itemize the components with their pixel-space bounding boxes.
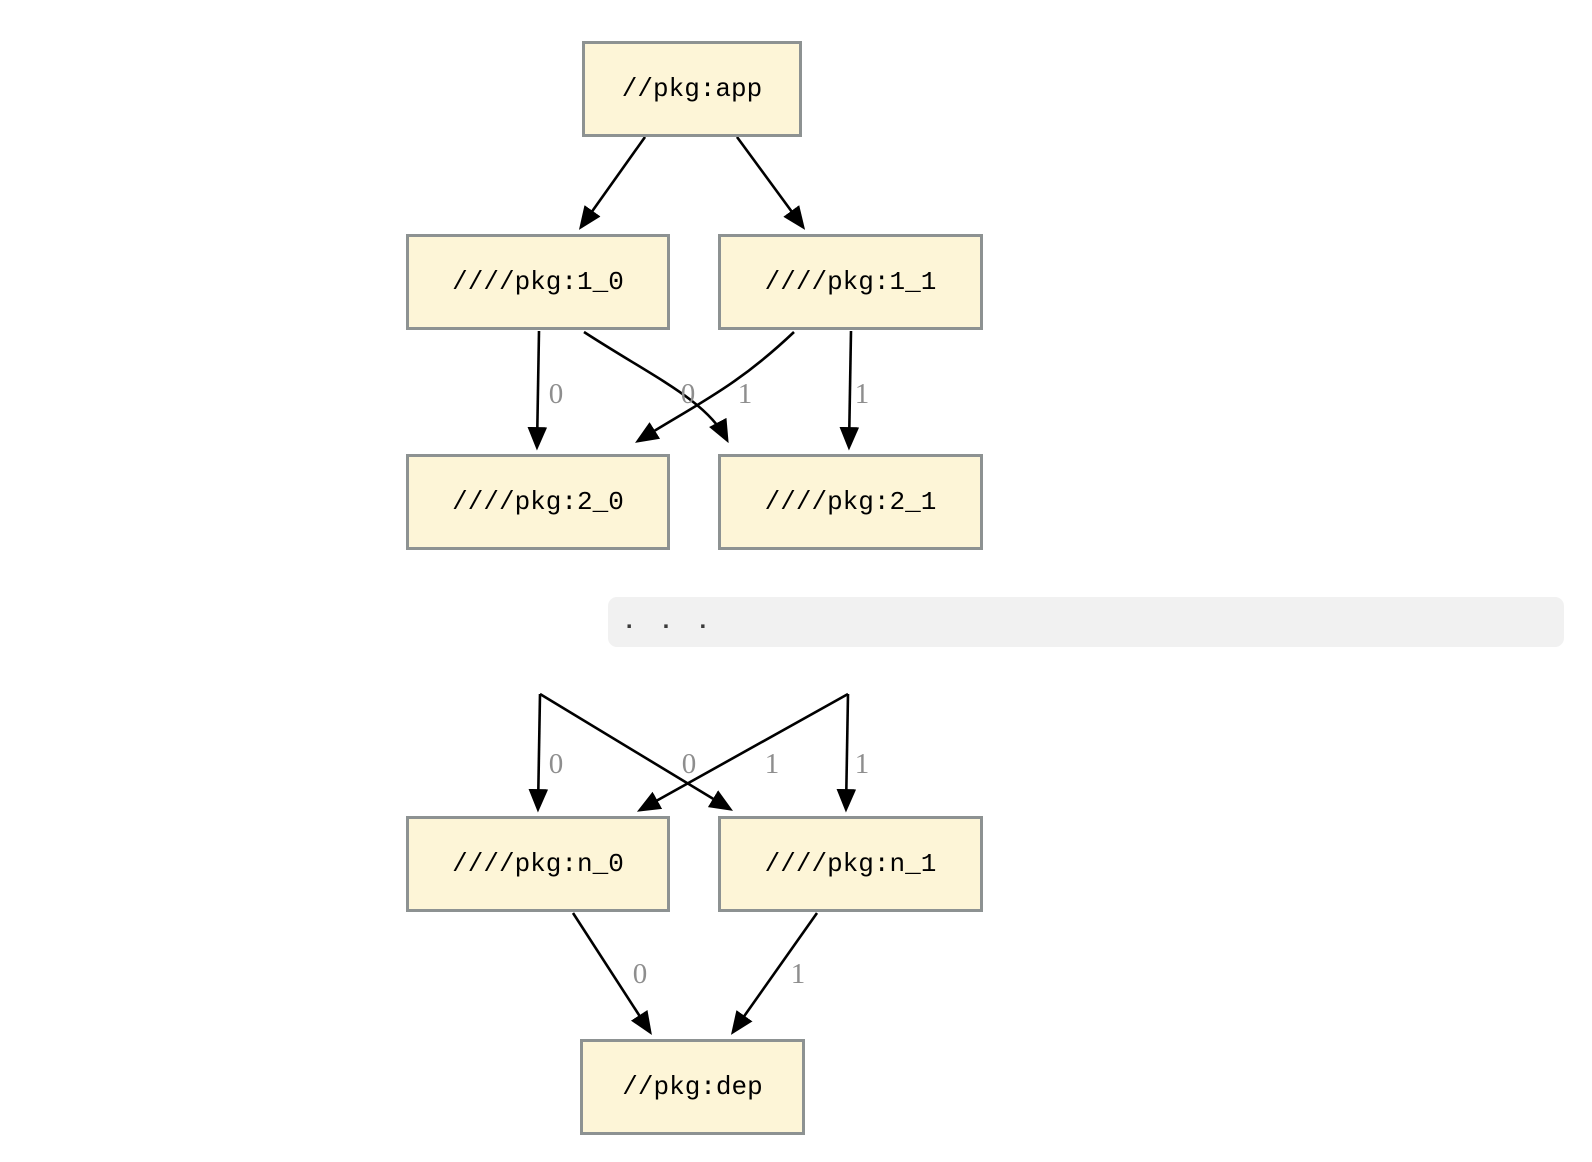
edge-n_1-to-dep — [730, 912, 819, 1035]
node-label: ////pkg:1_1 — [764, 267, 937, 297]
node-label: ////pkg:2_1 — [764, 487, 937, 517]
node-pkg-1_1: ////pkg:1_1 — [718, 234, 983, 330]
node-label: ////pkg:1_0 — [452, 267, 624, 297]
edge-1_1-to-2_0 — [635, 331, 795, 443]
edge-label-1_0-2_0: 0 — [549, 378, 564, 410]
edge-1_1-to-2_1 — [839, 330, 860, 451]
edge-app-to-1_0 — [578, 136, 647, 230]
node-label: //pkg:app — [621, 74, 763, 104]
edge-label-hidden-n_0-straight: 0 — [549, 748, 564, 780]
node-pkg-n_1: ////pkg:n_1 — [718, 816, 983, 912]
ellipsis-text: . . . — [622, 608, 715, 636]
node-pkg-2_0: ////pkg:2_0 — [406, 454, 670, 550]
edge-app-to-1_1 — [735, 136, 806, 230]
edge-label-hidden-n_1-straight: 1 — [855, 748, 870, 780]
edge-hidden-to-n_0-straight — [528, 693, 549, 813]
node-pkg-2_1: ////pkg:2_1 — [718, 454, 983, 550]
node-label: ////pkg:n_1 — [764, 849, 937, 879]
edge-1_0-to-2_0 — [527, 330, 548, 451]
node-pkg-1_0: ////pkg:1_0 — [406, 234, 670, 330]
node-label: ////pkg:2_0 — [452, 487, 624, 517]
node-label: ////pkg:n_0 — [452, 849, 624, 879]
node-pkg-app: //pkg:app — [582, 41, 802, 137]
edge-1_0-to-2_1 — [583, 330, 729, 444]
edge-hidden-to-n_1-cross — [539, 692, 734, 811]
edge-label-1_1-2_1: 1 — [855, 378, 870, 410]
edge-hidden-to-n_0-cross — [636, 692, 849, 812]
node-pkg-n_0: ////pkg:n_0 — [406, 816, 670, 912]
edge-label-1_0-2_1: 1 — [738, 378, 753, 410]
node-pkg-dep: //pkg:dep — [580, 1039, 805, 1135]
edge-label-n_0-dep: 0 — [633, 958, 648, 990]
node-label: //pkg:dep — [622, 1072, 763, 1102]
edge-n_0-to-dep — [571, 912, 652, 1035]
edge-label-hidden-n_0-cross: 0 — [682, 748, 697, 780]
edge-label-hidden-n_1-cross: 1 — [765, 748, 780, 780]
edge-label-1_1-2_0: 0 — [681, 378, 696, 410]
edge-label-n_1-dep: 1 — [791, 958, 806, 990]
edge-hidden-to-n_1-straight — [836, 693, 857, 813]
ellipsis-bar: . . . — [608, 597, 1564, 647]
